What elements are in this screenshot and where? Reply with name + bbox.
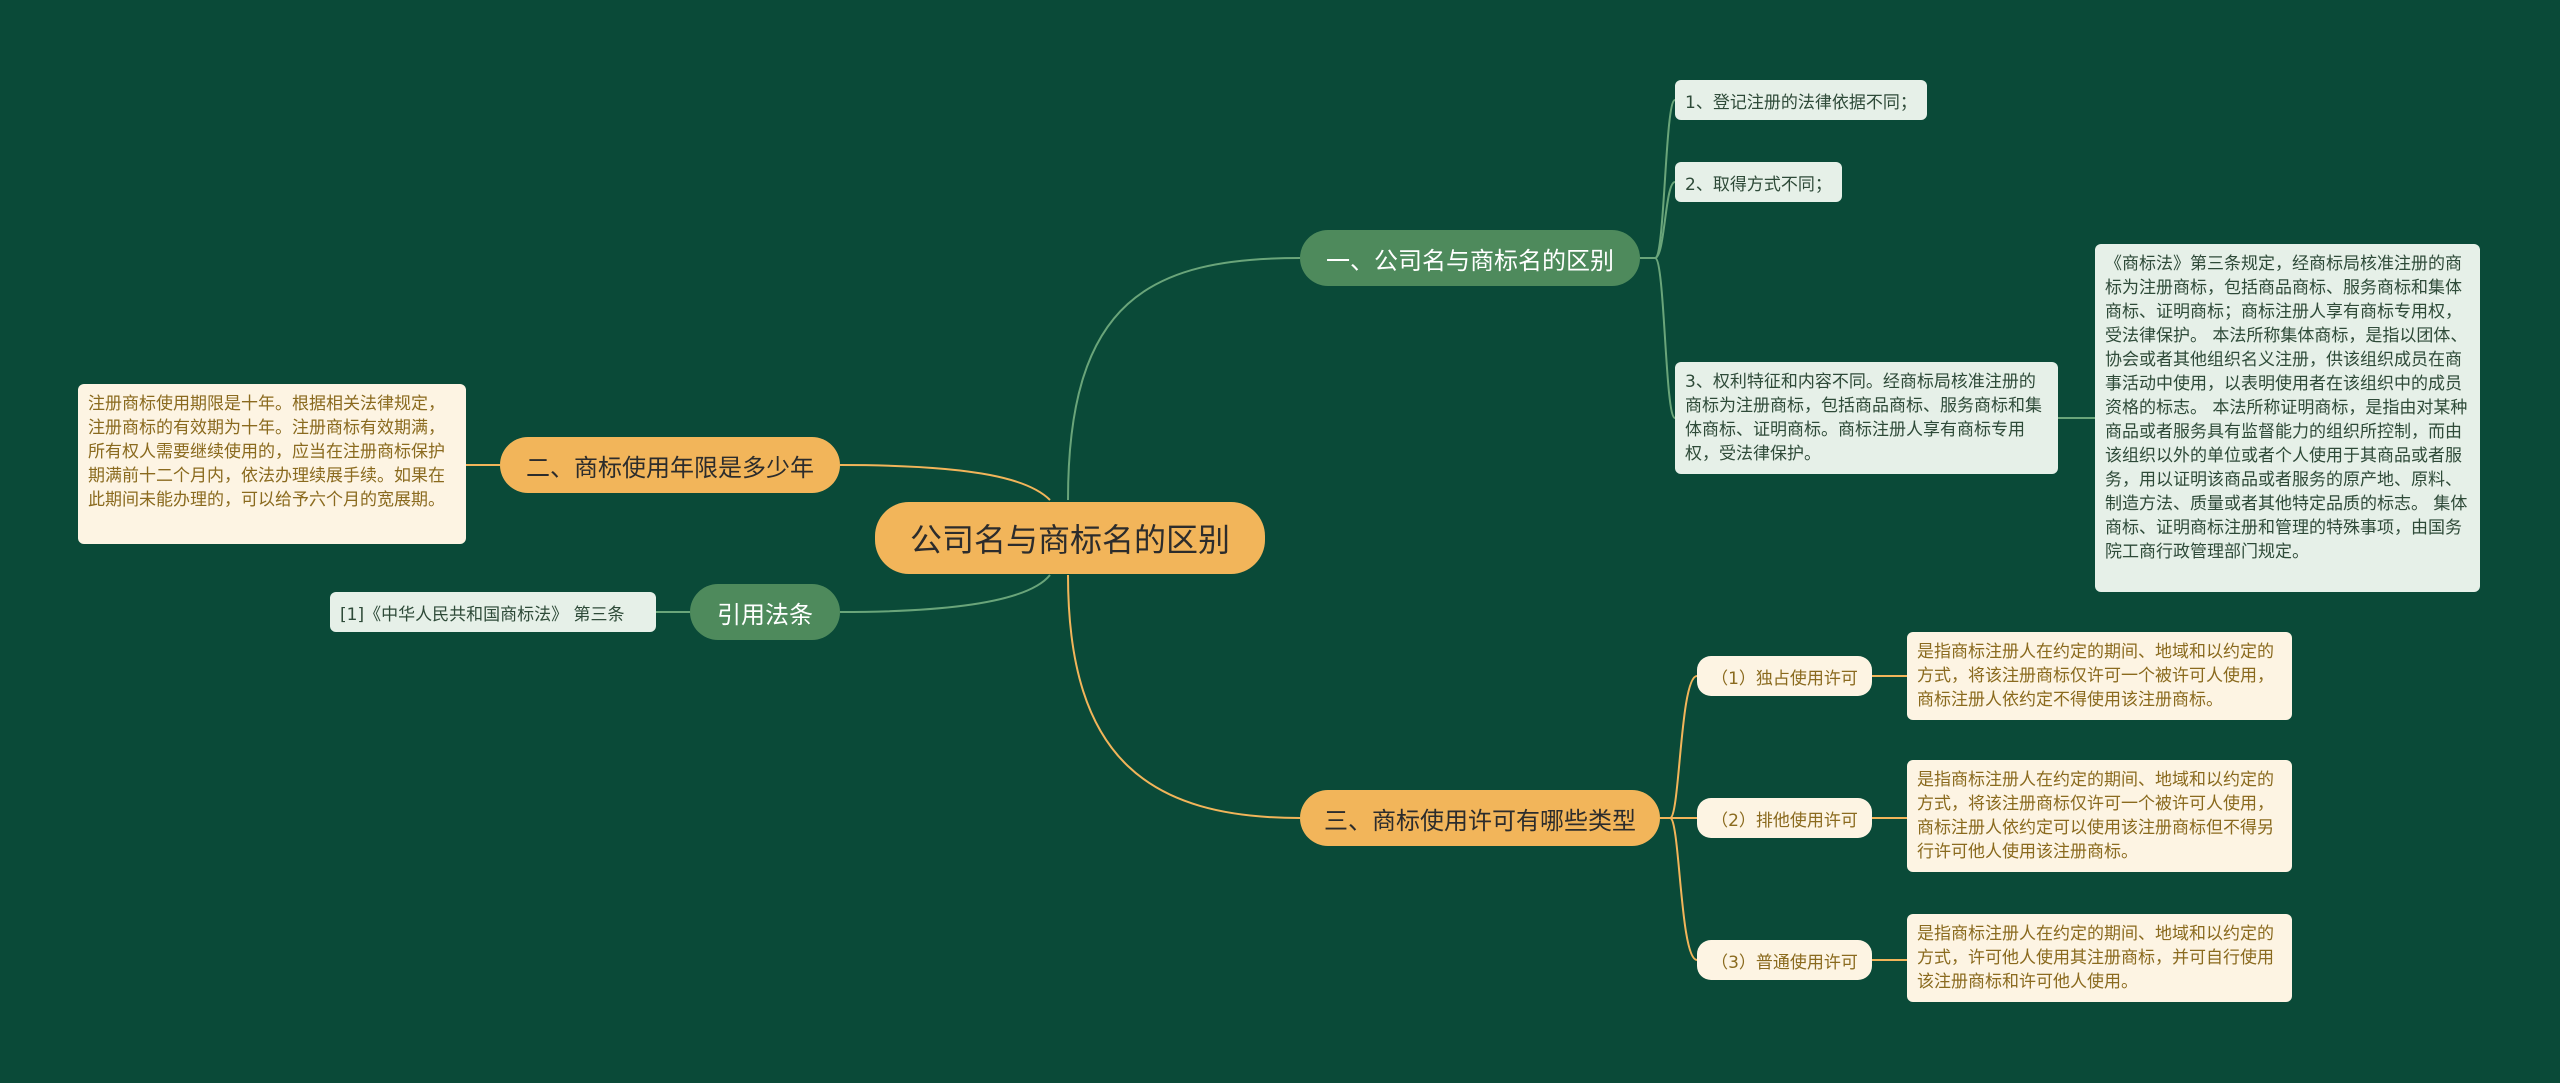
link-root-branch1 xyxy=(1067,257,1301,501)
detail-trademark-term[interactable]: 注册商标使用期限是十年。根据相关法律规定，注册商标的有效期为十年。注册商标有效期… xyxy=(78,384,466,544)
branch-license-types[interactable]: 三、商标使用许可有哪些类型 xyxy=(1300,790,1660,846)
detail-trademark-law-article-3[interactable]: 《商标法》第三条规定，经商标局核准注册的商标为注册商标，包括商品商标、服务商标和… xyxy=(2095,244,2480,592)
link-b1-item1 xyxy=(1640,99,1676,259)
leaf-rights-content[interactable]: 3、权利特征和内容不同。经商标局核准注册的商标为注册商标，包括商品商标、服务商标… xyxy=(1675,362,2058,474)
sub-sole-license[interactable]: （2）排他使用许可 xyxy=(1697,798,1872,838)
link-root-branch3 xyxy=(1067,574,1301,819)
sub-exclusive-license[interactable]: （1）独占使用许可 xyxy=(1697,656,1872,696)
link-b3-sub3 xyxy=(1669,817,1698,961)
link-b1-item3 xyxy=(1654,257,1676,419)
detail-exclusive-license[interactable]: 是指商标注册人在约定的期间、地域和以约定的方式，将该注册商标仅许可一个被许可人使… xyxy=(1907,632,2292,720)
sub-ordinary-license[interactable]: （3）普通使用许可 xyxy=(1697,940,1872,980)
branch-trademark-term[interactable]: 二、商标使用年限是多少年 xyxy=(500,437,840,493)
detail-ordinary-license[interactable]: 是指商标注册人在约定的期间、地域和以约定的方式，许可他人使用其注册商标，并可自行… xyxy=(1907,914,2292,1002)
link-b1-item2 xyxy=(1654,181,1676,259)
link-b3-sub1 xyxy=(1660,675,1698,819)
leaf-registration-law-basis[interactable]: 1、登记注册的法律依据不同； xyxy=(1675,80,1927,120)
detail-sole-license[interactable]: 是指商标注册人在约定的期间、地域和以约定的方式，将该注册商标仅许可一个被许可人使… xyxy=(1907,760,2292,872)
leaf-acquisition-method[interactable]: 2、取得方式不同； xyxy=(1675,162,1842,202)
branch-company-vs-trademark[interactable]: 一、公司名与商标名的区别 xyxy=(1300,230,1640,286)
link-root-branch2 xyxy=(839,464,1051,501)
link-root-citation xyxy=(839,574,1051,613)
root-topic[interactable]: 公司名与商标名的区别 xyxy=(875,502,1265,574)
branch-citation[interactable]: 引用法条 xyxy=(690,584,840,640)
leaf-citation-trademark-law[interactable]: [1]《中华人民共和国商标法》 第三条 xyxy=(330,592,656,632)
